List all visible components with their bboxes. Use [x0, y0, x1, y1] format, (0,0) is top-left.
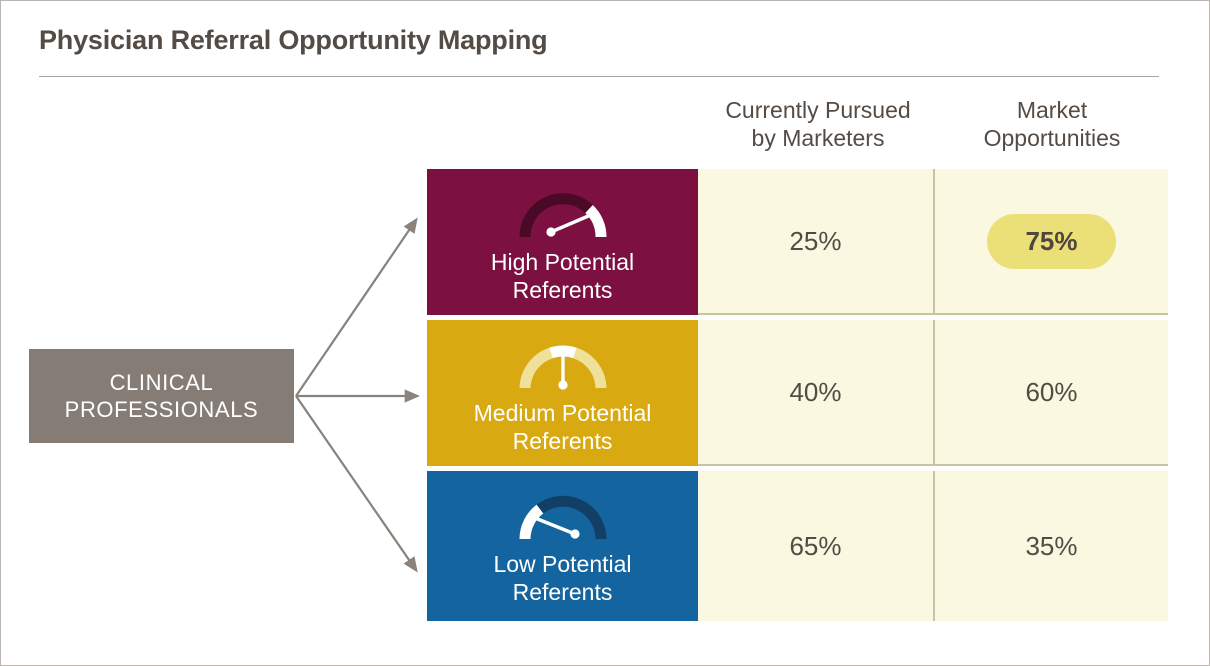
category-cell-low-potential: Low Potential Referents	[427, 471, 698, 621]
category-label-line1: Low Potential	[493, 551, 632, 577]
category-cell-medium-potential: Medium Potential Referents	[427, 320, 698, 466]
source-node-clinical-professionals: CLINICAL PROFESSIONALS	[29, 349, 294, 443]
source-label-line2: PROFESSIONALS	[64, 397, 259, 422]
page-title: Physician Referral Opportunity Mapping	[39, 25, 548, 55]
cell-market-opportunity-low: 35%	[933, 471, 1168, 621]
cell-currently-pursued-medium: 40%	[698, 320, 933, 466]
arrow-to-low-potential	[295, 395, 418, 573]
table-row: Low Potential Referents 65% 35%	[427, 471, 1168, 621]
cell-currently-pursued-low: 65%	[698, 471, 933, 621]
value-market-opportunity-medium: 60%	[1025, 376, 1078, 407]
table-row: High Potential Referents 25% 75%	[427, 169, 1168, 315]
cell-currently-pursued-high: 25%	[698, 169, 933, 315]
value-market-opportunity-high: 75%	[987, 213, 1116, 269]
value-currently-pursued-high: 25%	[789, 225, 842, 256]
value-currently-pursued-medium: 40%	[789, 376, 842, 407]
value-market-opportunity-low: 35%	[1025, 530, 1078, 561]
column-header-currently-pursued: Currently Pursued by Marketers	[701, 96, 935, 152]
category-label-line2: Referents	[512, 578, 613, 605]
category-label-low-potential: Low Potential Referents	[479, 551, 645, 606]
opportunity-matrix: High Potential Referents 25% 75%	[427, 169, 1168, 621]
category-label-high-potential: High Potential Referents	[477, 249, 648, 304]
table-row: Medium Potential Referents 40% 60%	[427, 320, 1168, 466]
category-label-line2: Referents	[512, 276, 613, 303]
source-label-line1: CLINICAL	[109, 369, 214, 395]
category-label-line2: Referents	[512, 427, 613, 454]
column-header-line2: by Marketers	[751, 125, 885, 152]
gauge-medium-icon	[519, 345, 606, 390]
column-header-line1: Currently Pursued	[725, 97, 911, 123]
cell-market-opportunity-high: 75%	[933, 169, 1168, 315]
cell-market-opportunity-medium: 60%	[933, 320, 1168, 466]
category-cell-high-potential: High Potential Referents	[427, 169, 698, 315]
category-label-line1: High Potential	[490, 249, 635, 275]
column-header-market-opportunities: Market Opportunities	[935, 96, 1169, 152]
category-label-line1: Medium Potential	[473, 400, 652, 426]
gauge-low-icon	[519, 495, 606, 540]
column-header-line2: Opportunities	[983, 125, 1121, 152]
title-divider	[39, 76, 1159, 77]
value-currently-pursued-low: 65%	[789, 530, 842, 561]
arrow-to-high-potential	[295, 217, 418, 397]
column-header-line1: Market	[1016, 97, 1088, 123]
gauge-high-icon	[518, 193, 607, 238]
category-label-medium-potential: Medium Potential Referents	[460, 400, 666, 455]
